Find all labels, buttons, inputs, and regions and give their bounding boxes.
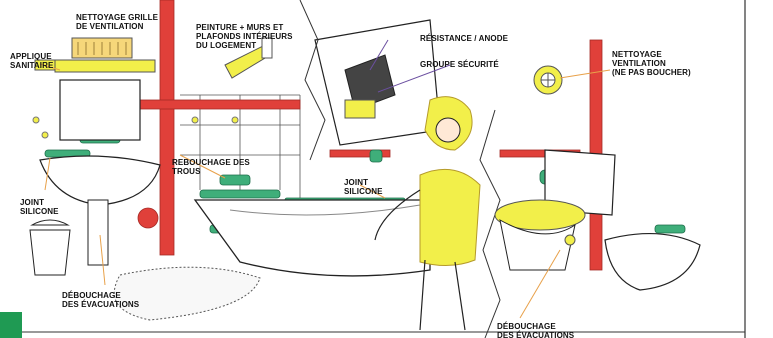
wall-break-left bbox=[300, 0, 325, 160]
label-debouchage-right: DÉBOUCHAGE DES ÉVACUATIONS bbox=[497, 322, 574, 338]
label-resistance-anode: RÉSISTANCE / ANODE bbox=[420, 34, 508, 43]
waste-bin bbox=[30, 230, 70, 275]
bathtub bbox=[195, 200, 430, 276]
section-color-tab bbox=[0, 312, 22, 338]
applique-bar bbox=[55, 60, 155, 72]
bin-lid bbox=[32, 220, 68, 225]
label-nettoyage-ventilation: NETTOYAGE VENTILATION (NE PAS BOUCHER) bbox=[612, 50, 691, 77]
label-rebouchage-trous: REBOUCHAGE DES TROUS bbox=[172, 158, 250, 176]
label-debouchage-left: DÉBOUCHAGE DES ÉVACUATIONS bbox=[62, 291, 139, 309]
bidet bbox=[605, 234, 700, 290]
label-nettoyage-grille: NETTOYAGE GRILLE DE VENTILATION bbox=[76, 13, 158, 31]
round-ventilation bbox=[534, 66, 562, 94]
label-groupe-securite: GROUPE SÉCURITÉ bbox=[420, 60, 499, 69]
mirror bbox=[60, 80, 140, 140]
label-joint-silicone-bath: JOINT SILICONE bbox=[344, 178, 383, 196]
sink-pedestal bbox=[88, 200, 108, 265]
wall-break-right bbox=[480, 110, 500, 338]
label-peinture: PEINTURE + MURS ET PLAFONDS INTÉRIEURS D… bbox=[196, 23, 293, 50]
label-applique-sanitaire: APPLIQUE SANITAIRE bbox=[10, 52, 53, 70]
label-joint-silicone-sink: JOINT SILICONE bbox=[20, 198, 59, 216]
